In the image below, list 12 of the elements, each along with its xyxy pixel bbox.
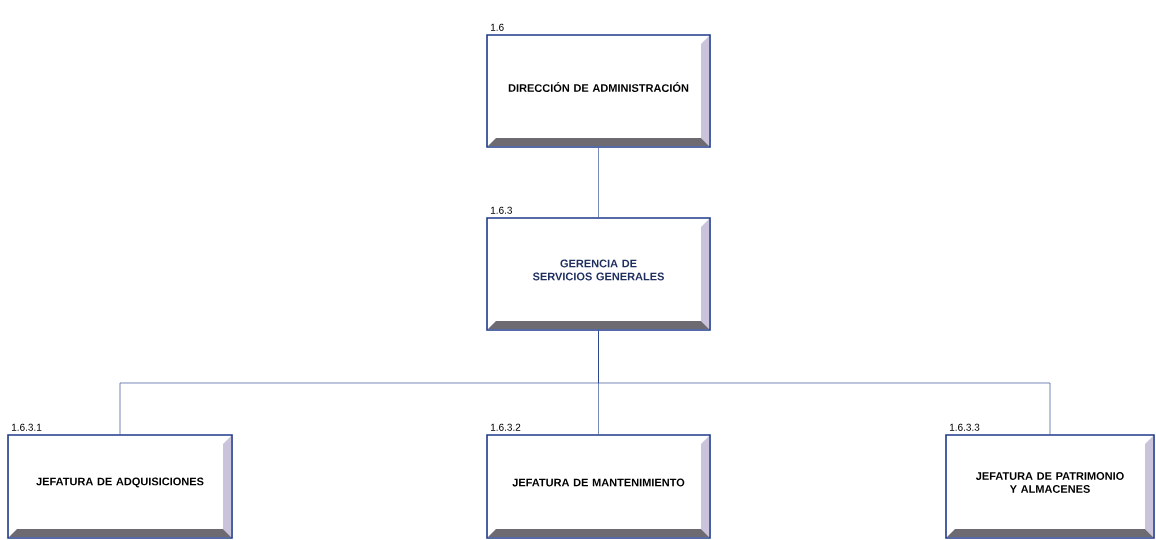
org-box: JEFATURA DE ADQUISICIONES [7,434,233,539]
connector-line [598,147,599,218]
org-box: JEFATURA DE PATRIMONIO Y ALMACENES [945,434,1155,539]
connector-line [598,330,1051,435]
node-number: 1.6.3.1 [12,423,42,431]
node-number: 1.6 [491,23,504,31]
org-box: JEFATURA DE MANTENIMIENTO [486,434,711,539]
org-box: DIRECCIÓN DE ADMINISTRACIÓN [486,34,711,148]
node-number: 1.6.3 [491,206,512,214]
org-box: GERENCIA DE SERVICIOS GENERALES [486,217,711,331]
node-number: 1.6.3.2 [491,423,521,431]
node-number: 1.6.3.3 [949,423,980,431]
